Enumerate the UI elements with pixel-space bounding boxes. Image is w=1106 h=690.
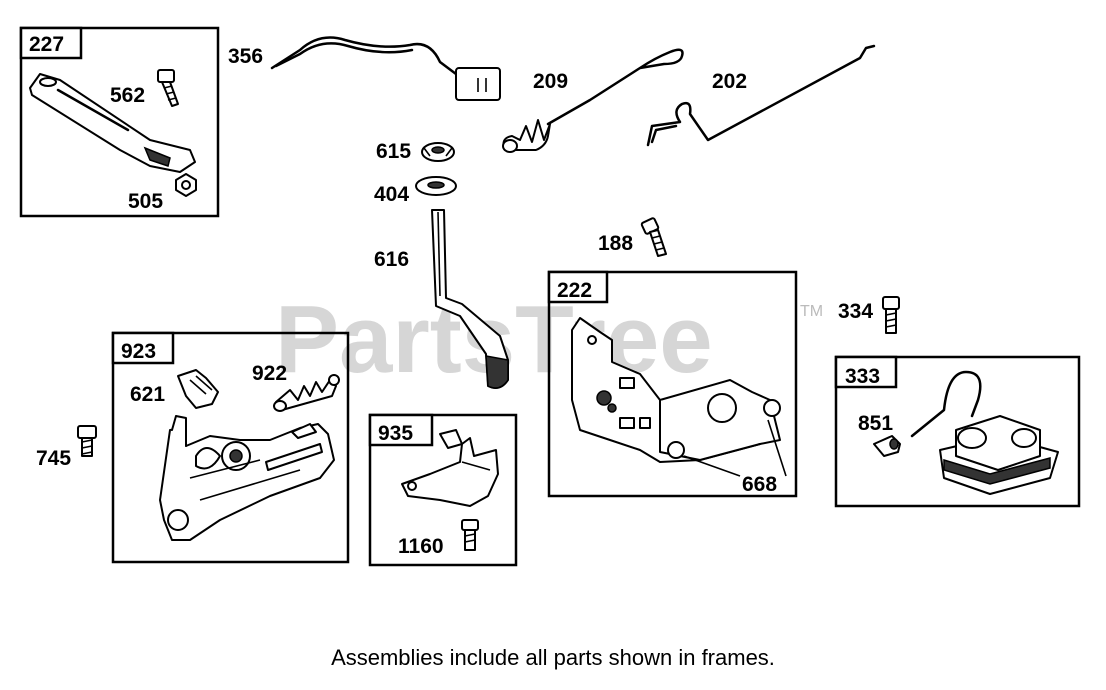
screw-745-part: [77, 425, 97, 457]
label-356: 356: [228, 45, 263, 68]
label-505: 505: [128, 190, 163, 213]
label-334: 334: [838, 300, 873, 323]
label-202: 202: [712, 70, 747, 93]
screw-188-part: [640, 217, 667, 257]
frame-935[interactable]: 935 1160: [368, 413, 518, 567]
nut-505-part: [175, 173, 197, 197]
frame-923[interactable]: 923 621 922: [111, 331, 350, 564]
label-745: 745: [36, 447, 71, 470]
screw-562-part: [157, 69, 179, 107]
frame-227[interactable]: 227 562 505: [19, 26, 220, 218]
spring-209-part: [502, 48, 684, 153]
lever-616-part: [431, 209, 509, 389]
clip-851-part: [873, 435, 901, 457]
cable-356-part: [270, 36, 501, 101]
frame-222-label: 222: [557, 279, 592, 302]
label-621: 621: [130, 383, 165, 406]
governor-bracket-part: [571, 317, 781, 463]
label-616: 616: [374, 248, 409, 271]
spring-922-part: [273, 374, 340, 412]
label-668: 668: [742, 473, 777, 496]
frame-222[interactable]: 222 668: [547, 270, 798, 498]
watermark-trademark: TM: [800, 303, 823, 320]
frame-935-label: 935: [378, 422, 413, 445]
label-851: 851: [858, 412, 893, 435]
clip-621-part: [177, 369, 219, 409]
screw-1160-part: [461, 519, 479, 551]
link-202-part: [646, 44, 876, 147]
frame-923-label: 923: [121, 340, 156, 363]
frame-333-label: 333: [845, 365, 880, 388]
screw-334-part: [882, 296, 900, 334]
label-209: 209: [533, 70, 568, 93]
label-562: 562: [110, 84, 145, 107]
control-plate-part: [159, 415, 335, 541]
frame-227-label: 227: [29, 33, 64, 56]
washer-404-part: [415, 176, 457, 196]
ignition-coil-part: [910, 370, 1059, 495]
caption-text: Assemblies include all parts shown in fr…: [331, 645, 775, 670]
label-922: 922: [252, 362, 287, 385]
washer-615-part: [421, 142, 455, 162]
frame-333[interactable]: 333 851: [834, 355, 1081, 508]
bracket-part: [29, 73, 196, 173]
label-188: 188: [598, 232, 633, 255]
label-404: 404: [374, 183, 409, 206]
label-1160: 1160: [398, 535, 444, 558]
governor-lever-935-part: [401, 429, 499, 507]
label-615: 615: [376, 140, 411, 163]
